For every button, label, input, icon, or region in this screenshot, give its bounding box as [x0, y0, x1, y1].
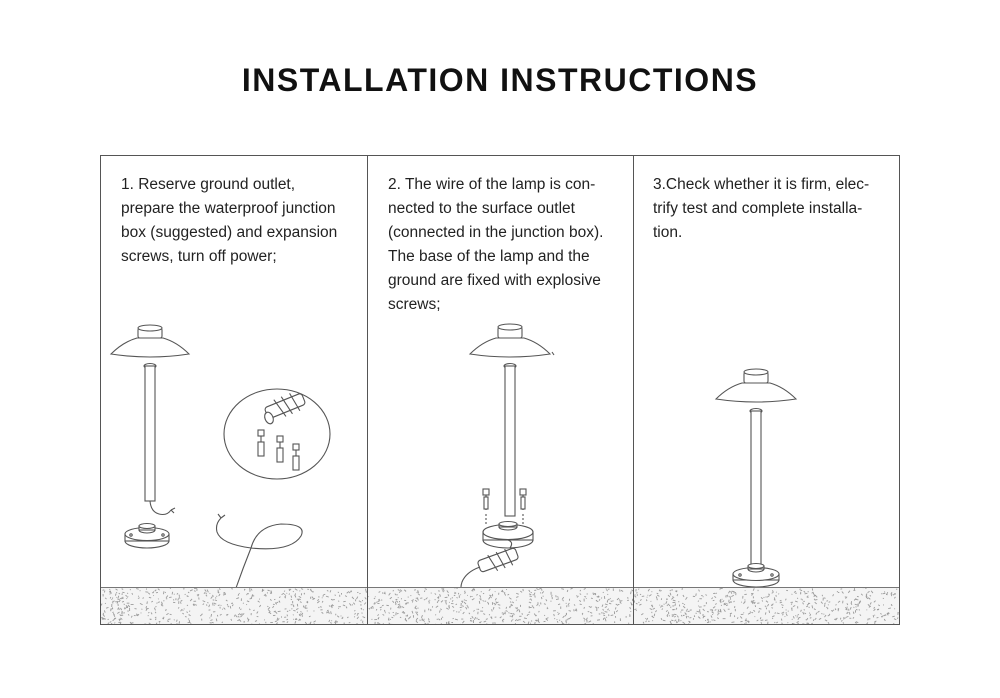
- step-3-illustration: [714, 368, 798, 588]
- ground-section: [101, 587, 367, 624]
- lamp-base-icon: [124, 522, 170, 549]
- ground-section: [634, 587, 899, 624]
- step-2-text: 2. The wire of the lamp is con- nected t…: [388, 176, 604, 313]
- step-3-text: 3.Check whether it is firm, elec- trify …: [653, 176, 870, 241]
- waterproof-connector-icon: [477, 547, 519, 573]
- path-lamp-icon: [109, 324, 191, 516]
- ground-section: [368, 587, 633, 624]
- step-1-illustration: [109, 324, 331, 589]
- lamp-base-icon: [482, 520, 534, 549]
- accessories-circle: [223, 388, 331, 480]
- expansion-screws-icon: [257, 429, 300, 471]
- step-panel-1: 1. Reserve ground outlet, prepare the wa…: [100, 155, 368, 625]
- loose-wire-icon: [215, 517, 303, 589]
- step-1-text: 1. Reserve ground outlet, prepare the wa…: [121, 176, 338, 265]
- step-panel-2: 2. The wire of the lamp is con- nected t…: [367, 155, 634, 625]
- step-2-illustration: [460, 323, 555, 591]
- step-panel-3: 3.Check whether it is firm, elec- trify …: [633, 155, 900, 625]
- explosive-screws-icon: [482, 488, 527, 526]
- installed-path-lamp-icon: [714, 368, 798, 588]
- path-lamp-icon: [468, 323, 555, 517]
- page-title: INSTALLATION INSTRUCTIONS: [241, 62, 759, 98]
- waterproof-connector-icon: [264, 393, 306, 425]
